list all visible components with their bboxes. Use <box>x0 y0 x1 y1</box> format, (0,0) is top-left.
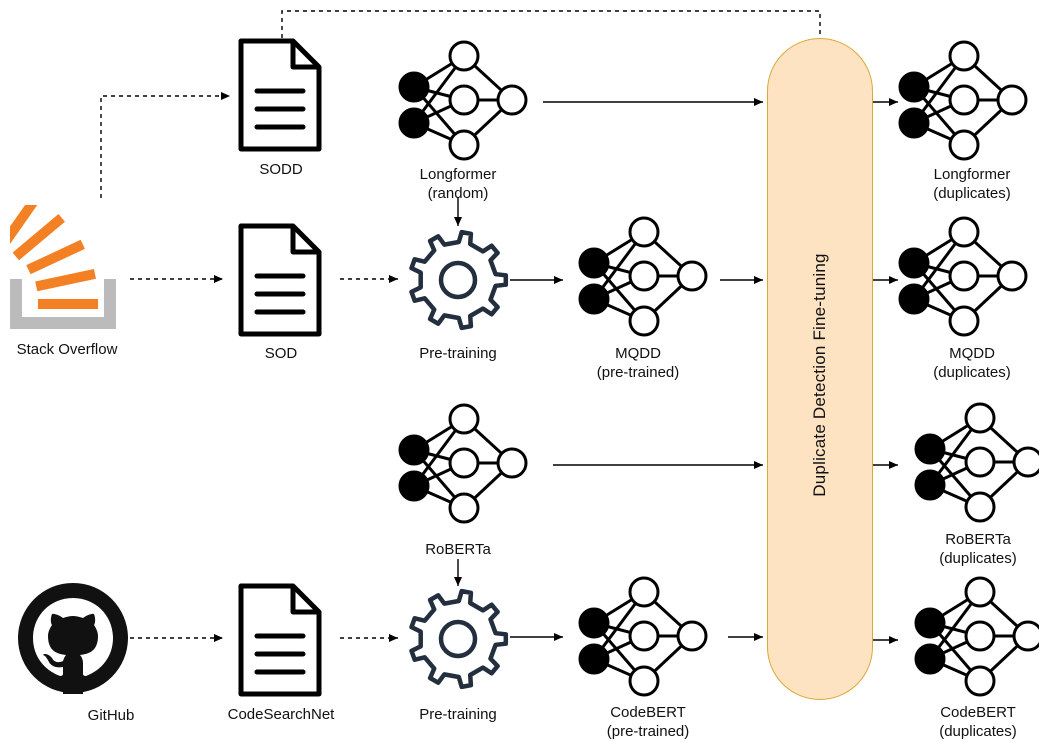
roberta-label: RoBERTa <box>425 541 491 558</box>
finetuning-box <box>767 38 873 700</box>
roberta-network-icon <box>398 403 528 524</box>
pretraining-top-label: Pre-training <box>419 345 497 362</box>
codebert-duplicates-label: CodeBERT(duplicates) <box>939 704 1017 740</box>
longformer-duplicates-network-icon <box>898 40 1028 161</box>
longformer-duplicates-label: Longformer(duplicates) <box>933 166 1011 202</box>
mqdd-duplicates-network-icon <box>898 216 1028 337</box>
codesearchnet-label: CodeSearchNet <box>227 706 335 723</box>
sodd-document-icon <box>238 38 322 152</box>
codebert-pretrained-label: CodeBERT(pre-trained) <box>606 704 690 740</box>
edge-so-to-sodd <box>100 92 230 198</box>
sodd-label: SODD <box>259 161 303 178</box>
pretraining-gear-icon <box>409 588 509 690</box>
sod-document-icon <box>238 223 322 337</box>
longformer-network-icon <box>398 40 528 161</box>
longformer-random-label: Longformer(random) <box>419 166 497 202</box>
finetuning-label: Duplicate Detection Fine-tuning <box>810 253 829 497</box>
pretraining-bottom-label: Pre-training <box>419 706 497 723</box>
roberta-duplicates-label: RoBERTa(duplicates) <box>939 531 1017 567</box>
stackoverflow-label: Stack Overflow <box>16 341 118 358</box>
github-icon <box>18 583 128 694</box>
pretraining-gear-icon <box>409 229 509 331</box>
codebert-duplicates-network-icon <box>914 576 1039 697</box>
edge-sodd-to-finetune <box>281 10 824 52</box>
codebert-pretrained-network-icon <box>578 576 708 697</box>
sod-label: SOD <box>264 345 298 362</box>
stackoverflow-icon <box>10 205 116 329</box>
github-label: GitHub <box>87 707 135 724</box>
mqdd-duplicates-label: MQDD(duplicates) <box>933 345 1011 381</box>
mqdd-pretrained-network-icon <box>578 216 708 337</box>
roberta-duplicates-network-icon <box>914 402 1039 523</box>
mqdd-pretrained-label: MQDD(pre-trained) <box>596 345 680 381</box>
codesearchnet-document-icon <box>238 583 322 697</box>
